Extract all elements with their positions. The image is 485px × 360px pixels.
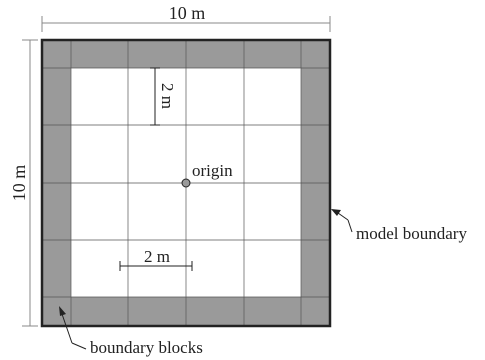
model-boundary-label: model boundary [356,224,467,243]
boundary-blocks-label: boundary blocks [90,338,203,357]
model-boundary-pointer [331,209,353,233]
vertical-spacing-marker [150,67,160,126]
left-dimension [22,39,38,327]
origin-label: origin [192,161,233,180]
boundary-blocks-pointer [61,313,87,350]
origin-marker [181,178,191,188]
grid-lines [42,40,330,326]
left-dimension-label: 10 m [9,165,29,202]
top-dimension [41,16,331,32]
horizontal-spacing-marker [119,261,193,271]
model-outline [40,38,332,328]
horizontal-spacing-label: 2 m [144,247,170,266]
boundary-blocks-arrowhead [59,306,66,316]
top-dimension-label: 10 m [169,3,206,23]
vertical-spacing-label: 2 m [158,83,177,109]
